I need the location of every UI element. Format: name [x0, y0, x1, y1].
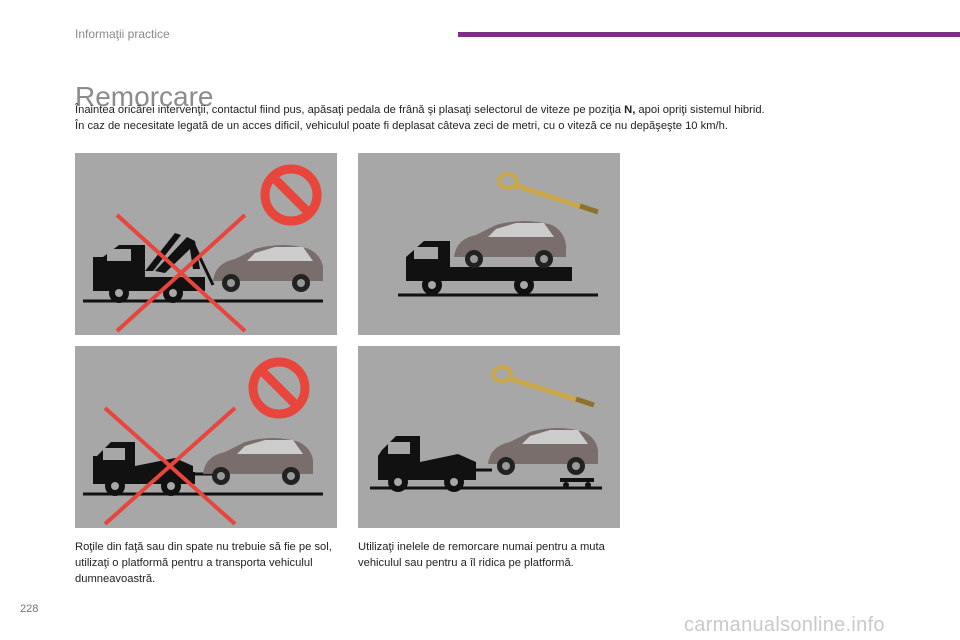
- page-number: 228: [20, 603, 39, 615]
- tow-truck-icon: [93, 233, 215, 303]
- header-accent-bar: [458, 32, 960, 37]
- intro-text: Înaintea oricărei intervenţii, contactul…: [75, 102, 935, 134]
- illustration-tow-with-dolly: [358, 346, 620, 528]
- illustration-flatbed-transport: [358, 153, 620, 335]
- watermark: carmanualsonline.info: [684, 614, 885, 636]
- illustration-tow-truck-prohibited: [75, 153, 337, 335]
- flatbed-truck-icon: [406, 241, 572, 295]
- dolly-icon: [560, 478, 594, 488]
- towing-eye-icon: [491, 365, 595, 408]
- car-icon: [454, 221, 566, 268]
- red-cross-icon: [115, 213, 247, 333]
- intro-line-1-start: Înaintea oricărei intervenţii, contactul…: [75, 104, 625, 116]
- tow-bar-prohibited-drawing: [83, 357, 323, 526]
- intro-line-2: În caz de necesitate legată de un acces …: [75, 120, 728, 132]
- flatbed-transport-drawing: [398, 172, 599, 297]
- car-icon: [203, 438, 313, 485]
- prohibited-icon: [260, 164, 322, 226]
- intro-line-1-bold: N,: [624, 104, 636, 116]
- intro-line-1-end: apoi opriţi sistemul hibrid.: [635, 104, 765, 116]
- tow-truck-prohibited-drawing: [83, 164, 323, 333]
- car-icon: [213, 245, 323, 292]
- red-cross-icon: [103, 406, 237, 526]
- tow-truck-icon: [378, 436, 492, 492]
- prohibited-icon: [248, 357, 310, 419]
- car-icon: [488, 428, 598, 475]
- intro-line-1: Înaintea oricărei intervenţii, contactul…: [75, 102, 935, 118]
- towing-eye-icon: [497, 172, 599, 215]
- caption-prohibited: Roţile din faţă sau din spate nu trebuie…: [75, 541, 332, 585]
- illustration-tow-bar-prohibited: [75, 346, 337, 528]
- page-title: Remorcare: [75, 80, 214, 112]
- tow-with-dolly-drawing: [370, 365, 602, 492]
- section-label: Informaţii practice: [75, 27, 170, 41]
- tow-truck-icon: [93, 442, 215, 496]
- caption-towing-eyes: Utilizaţi inelele de remorcare numai pen…: [358, 541, 605, 569]
